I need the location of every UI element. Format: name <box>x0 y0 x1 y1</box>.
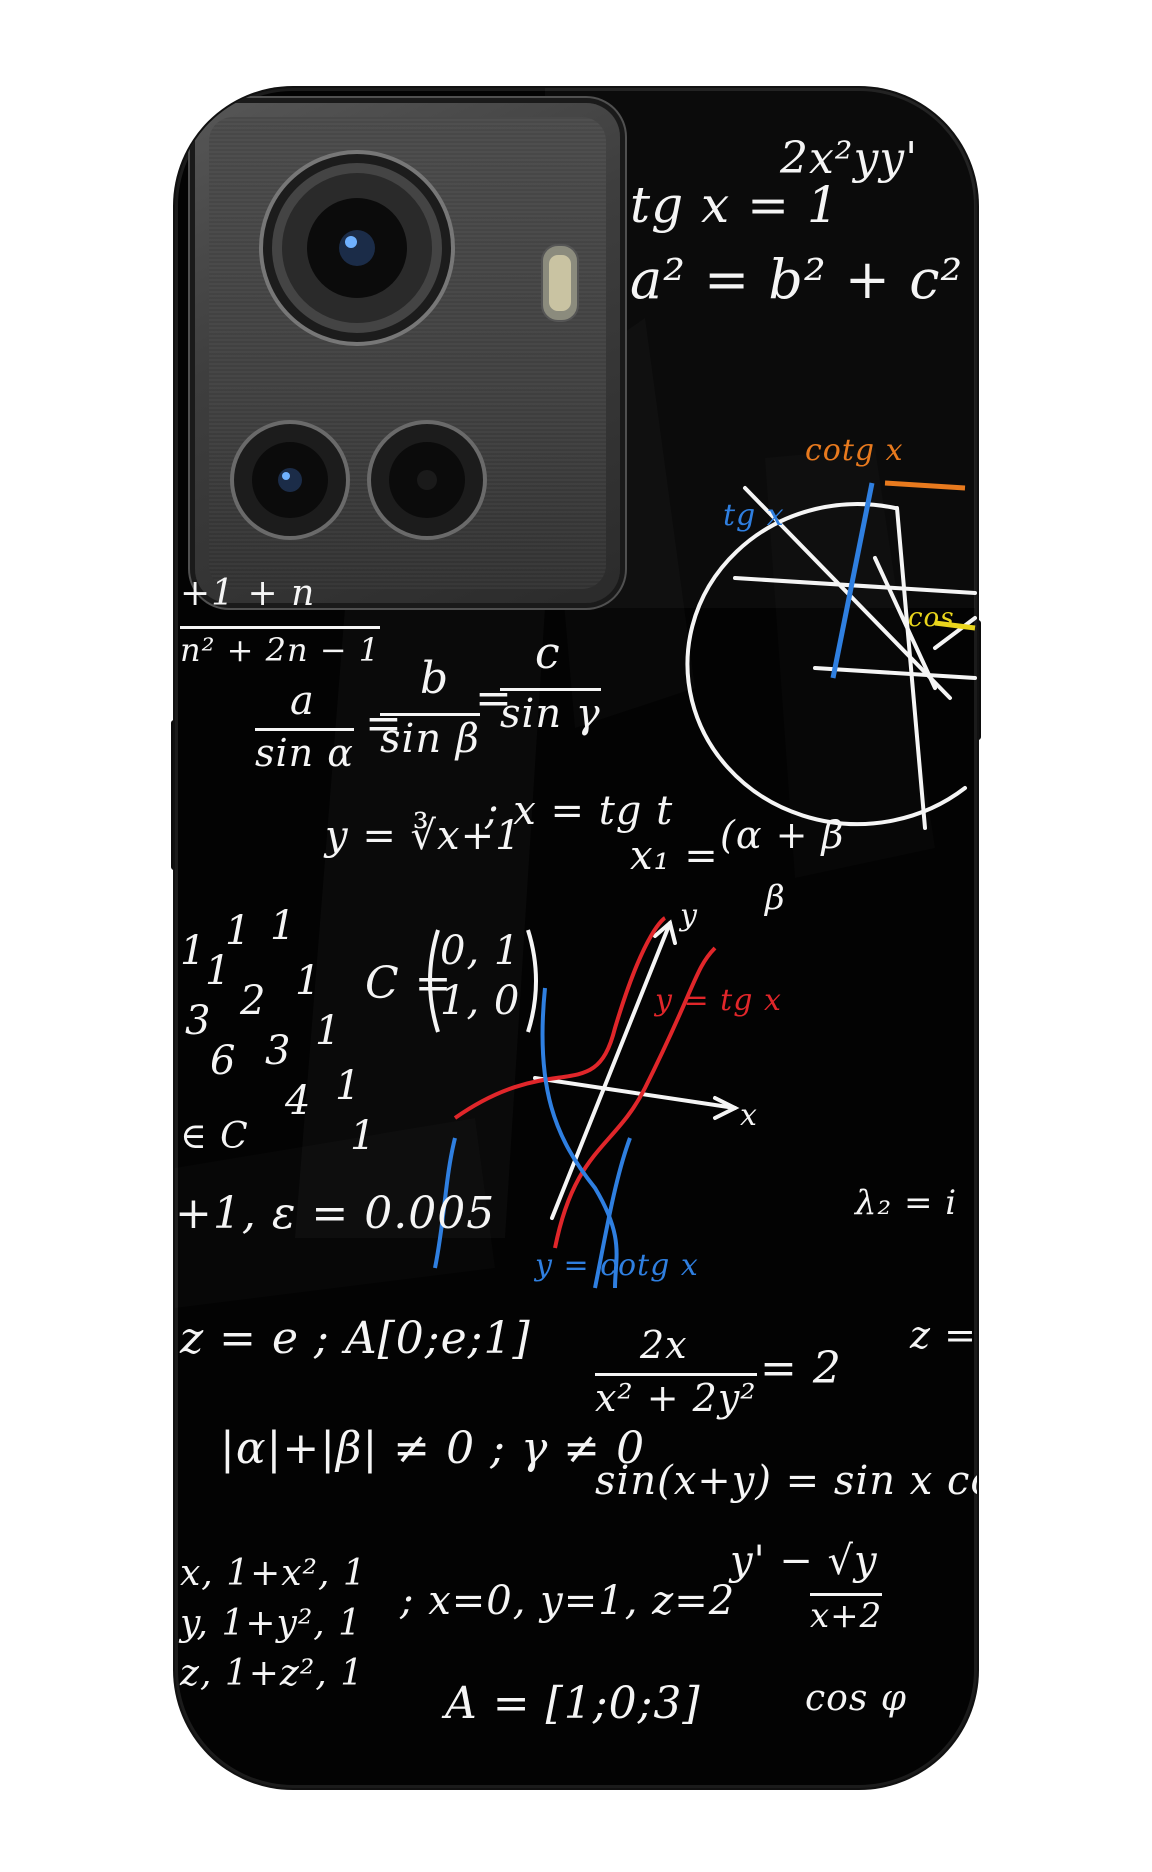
label-cotg: cotg x <box>805 433 904 468</box>
eq-cube-root: y = ∛x+1 <box>325 813 522 859</box>
number: 3 <box>185 998 212 1044</box>
axis-x-label: x <box>740 1098 758 1133</box>
camera-module <box>195 103 620 603</box>
flash-icon <box>541 244 579 322</box>
matrix-brackets <box>428 929 538 1033</box>
eq-x-tgt: ; x = tg t <box>485 788 674 834</box>
eq-y-prime-den: x+2 <box>810 1593 883 1636</box>
eq-top-right: 2x²yy' <box>780 133 919 184</box>
number: 1 <box>205 948 232 994</box>
number: 1 <box>350 1113 377 1159</box>
eq-system-r2: y, 1+y², 1 <box>180 1603 363 1644</box>
eq-law-cos: a² = b² + c² − 2 <box>630 248 977 311</box>
number: 1 <box>335 1063 362 1109</box>
eq-in-c: ∈ C <box>180 1116 249 1157</box>
number: 1 <box>270 903 297 949</box>
label-ytg: y = tg x <box>655 983 782 1018</box>
sine-rule-b-den: sin β <box>380 713 480 762</box>
label-tg: tg x <box>723 498 785 533</box>
eq-eps: +1, ε = 0.005 <box>175 1188 496 1239</box>
eq-alpha-beta: (α + β <box>720 813 845 857</box>
number: 1 <box>225 908 252 954</box>
sine-rule-c: c <box>535 628 561 679</box>
eq-frac-2x-rhs: = 2 <box>760 1343 842 1394</box>
phone-case-back: 2x²yy' tg x = 1 a² = b² + c² − 2 cotg x … <box>175 88 977 1788</box>
number: 2 <box>240 978 267 1024</box>
eq-system-r3: z, 1+z², 1 <box>180 1653 365 1694</box>
eq-frac-2x-den: x² + 2y² <box>595 1373 757 1420</box>
eq-sin-sum: sin(x+y) = sin x cos <box>595 1458 977 1504</box>
number: 1 <box>315 1008 342 1054</box>
sine-rule-eq2: = <box>475 673 513 724</box>
eq-x1: x₁ = <box>630 833 719 879</box>
eq-y-prime: y' − √y <box>730 1538 878 1584</box>
eq-lambda: λ₂ = i <box>855 1183 958 1223</box>
eq-cos-phi: cos φ <box>805 1678 907 1719</box>
eq-matrix-c: C = <box>365 958 453 1009</box>
sine-rule-eq1: = <box>365 698 403 749</box>
label-cos: cos <box>908 603 955 633</box>
eq-frac-left-den: n² + 2n − 1 <box>180 626 381 669</box>
number: 6 <box>210 1038 237 1084</box>
eq-z: z = e ; A[0;e;1] <box>180 1313 531 1364</box>
sine-rule-c-den: sin γ <box>500 688 601 737</box>
sine-rule-a-den: sin α <box>255 728 354 775</box>
eq-matrix-row2: 1, 0 <box>440 978 521 1024</box>
number: 3 <box>265 1028 292 1074</box>
eq-z-right: z = <box>910 1313 977 1357</box>
eq-system-r1: x, 1+x², 1 <box>180 1553 367 1594</box>
axis-y-label: y <box>680 898 698 933</box>
camera-lens-icon <box>230 150 487 540</box>
eq-frac-2x: 2x <box>640 1323 688 1367</box>
number: 1 <box>180 928 207 974</box>
power-button <box>973 620 981 740</box>
eq-a-vec: A = [1;0;3] <box>445 1678 701 1729</box>
eq-beta: β <box>765 878 786 918</box>
eq-tg: tg x = 1 <box>630 176 840 234</box>
number: 4 <box>285 1078 312 1124</box>
eq-abs-ne: |α|+|β| ≠ 0 ; γ ≠ 0 <box>220 1423 646 1474</box>
eq-frac-left: +1 + n <box>180 573 316 614</box>
eq-matrix-row1: 0, 1 <box>440 928 521 974</box>
eq-system-vals: ; x=0, y=1, z=2 <box>400 1578 736 1624</box>
sine-rule-b: b <box>420 653 450 704</box>
label-ycotg: y = cotg x <box>535 1248 699 1283</box>
number: 1 <box>295 958 322 1004</box>
sine-rule-a: a <box>290 678 315 724</box>
